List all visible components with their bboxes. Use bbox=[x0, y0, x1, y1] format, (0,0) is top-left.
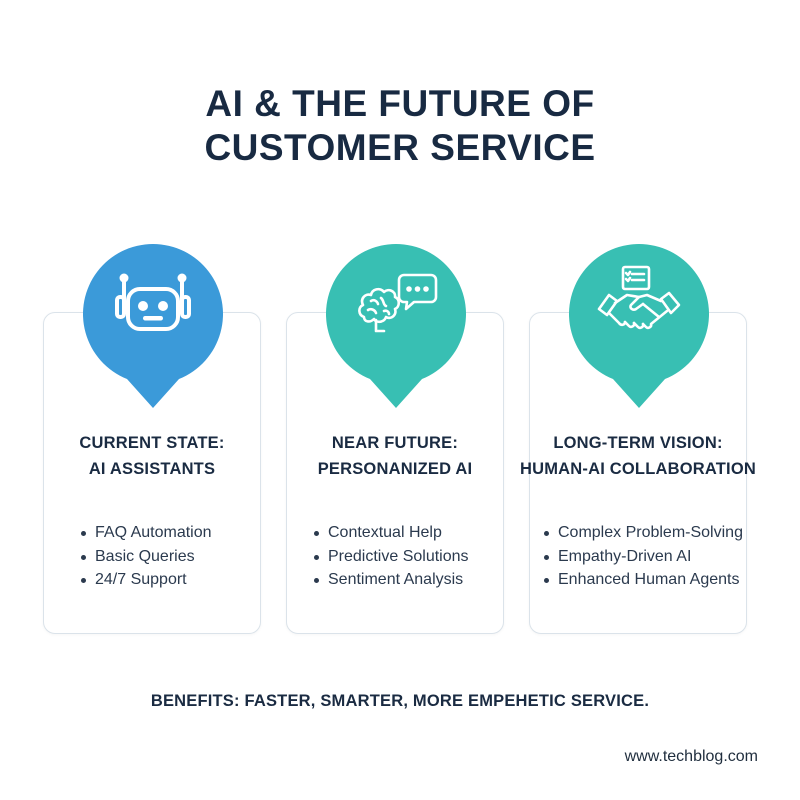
heading-line-1: LONG-TERM VISION: bbox=[553, 434, 723, 452]
handshake-icon bbox=[597, 265, 681, 330]
card-list-near-future: Contextual Help Predictive Solutions Sen… bbox=[313, 521, 469, 592]
list-item: FAQ Automation bbox=[80, 521, 212, 545]
card-heading-current-state: CURRENT STATE: AI ASSISTANTS bbox=[22, 430, 282, 482]
heading-line-2: AI ASSISTANTS bbox=[88, 460, 216, 478]
list-item: Complex Problem-Solving bbox=[543, 521, 743, 545]
list-item: Predictive Solutions bbox=[313, 545, 469, 569]
pin-shape bbox=[326, 244, 466, 408]
list-item: 24/7 Support bbox=[80, 568, 212, 592]
footer-url: www.techblog.com bbox=[624, 748, 758, 765]
list-item: Contextual Help bbox=[313, 521, 469, 545]
title-line-2: CUSTOMER SERVICE bbox=[204, 127, 596, 168]
heading-line-2: PERSONANIZED AI bbox=[317, 460, 473, 478]
card-list-long-term-vision: Complex Problem-Solving Empathy-Driven A… bbox=[543, 521, 743, 592]
list-item: Sentiment Analysis bbox=[313, 568, 469, 592]
card-heading-long-term-vision: LONG-TERM VISION: HUMAN-AI COLLABORATION bbox=[508, 430, 768, 482]
pin-shape bbox=[569, 244, 709, 408]
pin-current-state bbox=[83, 243, 223, 408]
heading-line-2: HUMAN-AI COLLABORATION bbox=[520, 460, 756, 478]
heading-line-1: NEAR FUTURE: bbox=[331, 434, 459, 452]
pin-long-term-vision bbox=[569, 243, 709, 408]
title-line-1: AI & THE FUTURE OF bbox=[205, 83, 595, 124]
page-title: AI & THE FUTURE OF CUSTOMER SERVICE bbox=[0, 82, 800, 170]
heading-line-1: CURRENT STATE: bbox=[79, 434, 225, 452]
pin-shape bbox=[83, 244, 223, 408]
benefits-statement: BENEFITS: FASTER, SMARTER, MORE EMPEHETI… bbox=[150, 692, 650, 710]
list-item: Enhanced Human Agents bbox=[543, 568, 743, 592]
list-item: Basic Queries bbox=[80, 545, 212, 569]
brain-chat-icon bbox=[358, 273, 438, 333]
card-heading-near-future: NEAR FUTURE: PERSONANIZED AI bbox=[265, 430, 525, 482]
pin-near-future bbox=[326, 243, 466, 408]
card-list-current-state: FAQ Automation Basic Queries 24/7 Suppor… bbox=[80, 521, 212, 592]
robot-icon bbox=[115, 273, 191, 331]
list-item: Empathy-Driven AI bbox=[543, 545, 743, 569]
